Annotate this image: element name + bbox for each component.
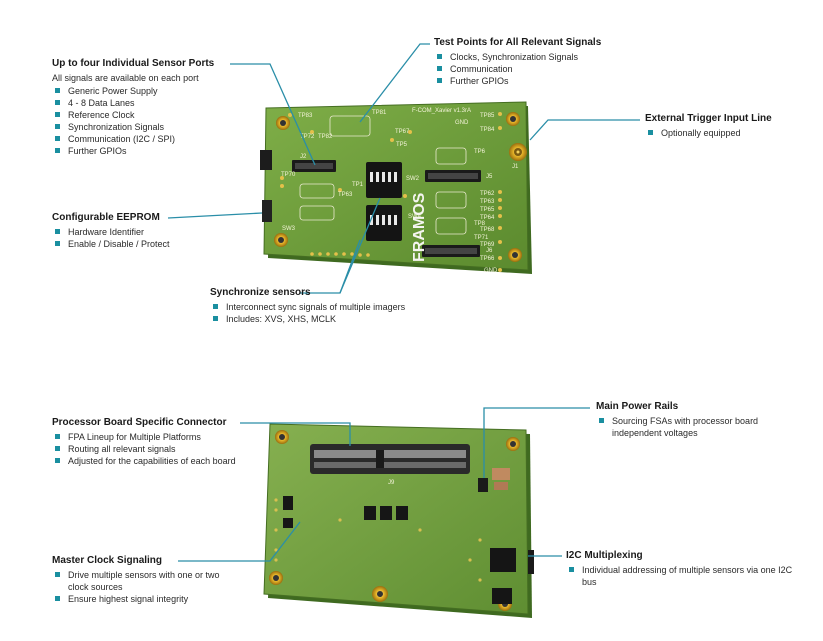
- callout-processor-connector: Processor Board Specific Connector FPA L…: [52, 417, 272, 467]
- callout-title: Test Points for All Relevant Signals: [434, 37, 602, 48]
- list-item: Enable / Disable / Protect: [52, 238, 232, 250]
- svg-text:TP5: TP5: [396, 142, 408, 148]
- svg-text:TP82: TP82: [318, 134, 333, 140]
- svg-text:TP81: TP81: [372, 110, 387, 116]
- callout-title: Master Clock Signaling: [52, 555, 163, 566]
- callout-external-trigger: External Trigger Input Line Optionally e…: [645, 113, 815, 139]
- svg-text:TP72: TP72: [300, 134, 315, 140]
- power-rail-components: [478, 468, 510, 492]
- svg-text:TP66: TP66: [480, 256, 495, 262]
- test-point-blocks: [299, 115, 467, 235]
- top-board: F-COM_Xavier v1.3rA GND TP83 TP72 TP82 T…: [260, 101, 532, 274]
- callout-title: External Trigger Input Line: [645, 113, 772, 124]
- list-item: Synchronization Signals: [52, 121, 252, 133]
- callout-title: Configurable EEPROM: [52, 212, 160, 223]
- svg-text:TP70: TP70: [281, 172, 296, 178]
- list-item: Optionally equipped: [645, 127, 815, 139]
- dip-switches: [366, 162, 402, 241]
- svg-text:TP8: TP8: [474, 221, 486, 227]
- list-item: Hardware Identifier: [52, 226, 232, 238]
- svg-text:GND: GND: [455, 120, 469, 126]
- svg-text:TP65: TP65: [480, 207, 495, 213]
- svg-text:F-COM_Xavier v1.3rA: F-COM_Xavier v1.3rA: [412, 108, 471, 114]
- list-item: Interconnect sync signals of multiple im…: [210, 301, 460, 313]
- brand-logo: FRAMOS: [411, 192, 428, 262]
- list-item: FPA Lineup for Multiple Platforms: [52, 431, 272, 443]
- callout-main-power: Main Power Rails Sourcing FSAs with proc…: [596, 401, 796, 439]
- callout-sensor-ports: Up to four Individual Sensor Ports All s…: [52, 58, 252, 157]
- list-item: Drive multiple sensors with one or two c…: [52, 569, 242, 593]
- list-item: Communication (I2C / SPI): [52, 133, 252, 145]
- callout-title: Processor Board Specific Connector: [52, 417, 227, 428]
- eeprom-switch: [262, 200, 272, 222]
- svg-text:TP83: TP83: [298, 113, 313, 119]
- sma-connector-icon: [509, 143, 527, 161]
- callout-test-points: Test Points for All Relevant Signals Clo…: [434, 37, 634, 87]
- list-item: Generic Power Supply: [52, 85, 252, 97]
- list-item: 4 - 8 Data Lanes: [52, 97, 252, 109]
- callout-master-clock: Master Clock Signaling Drive multiple se…: [52, 555, 242, 605]
- callout-eeprom: Configurable EEPROM Hardware Identifier …: [52, 212, 232, 250]
- list-item: Ensure highest signal integrity: [52, 593, 242, 605]
- svg-text:SW3: SW3: [282, 226, 296, 232]
- svg-text:TP63: TP63: [480, 199, 495, 205]
- callout-title: Up to four Individual Sensor Ports: [52, 58, 215, 69]
- callout-title: I2C Multiplexing: [566, 550, 643, 561]
- leader-lines: [167, 43, 640, 562]
- list-item: Communication: [434, 63, 634, 75]
- svg-text:TP85: TP85: [480, 113, 495, 119]
- svg-text:TP64: TP64: [480, 215, 495, 221]
- sensor-connectors: [292, 160, 481, 257]
- svg-text:TP1: TP1: [352, 182, 364, 188]
- clock-buffer-chips: [283, 496, 408, 528]
- svg-text:TP67: TP67: [395, 129, 410, 135]
- svg-text:J1: J1: [512, 164, 519, 170]
- side-connector: [260, 150, 272, 170]
- list-item: Individual addressing of multiple sensor…: [566, 564, 796, 588]
- list-item: Includes: XVS, XHS, MCLK: [210, 313, 460, 325]
- svg-text:TP68: TP68: [480, 227, 495, 233]
- list-item: Further GPIOs: [434, 75, 634, 87]
- svg-text:SW2: SW2: [406, 176, 420, 182]
- list-item: Adjusted for the capabilities of each bo…: [52, 455, 272, 467]
- list-item: Clocks, Synchronization Signals: [434, 51, 634, 63]
- svg-text:SW4: SW4: [408, 214, 422, 220]
- svg-text:J2: J2: [300, 154, 307, 160]
- processor-connector: [310, 444, 470, 474]
- list-item: Further GPIOs: [52, 145, 252, 157]
- svg-text:J6: J6: [486, 248, 493, 254]
- mounting-holes: [274, 112, 522, 262]
- i2c-mux-chips: [490, 548, 534, 604]
- svg-text:TP6: TP6: [474, 149, 486, 155]
- svg-text:TP71: TP71: [474, 235, 489, 241]
- list-item: Sourcing FSAs with processor board indep…: [596, 415, 796, 439]
- svg-text:TP63: TP63: [338, 192, 353, 198]
- test-points: [280, 112, 502, 272]
- callout-intro: All signals are available on each port: [52, 73, 199, 83]
- callout-i2c-mux: I2C Multiplexing Individual addressing o…: [566, 550, 796, 588]
- svg-text:GND: GND: [484, 268, 498, 274]
- svg-text:TP62: TP62: [480, 191, 495, 197]
- svg-text:TP84: TP84: [480, 127, 495, 133]
- callout-sync-sensors: Synchronize sensors Interconnect sync si…: [210, 287, 460, 325]
- list-item: Reference Clock: [52, 109, 252, 121]
- svg-text:J5: J5: [486, 174, 493, 180]
- svg-text:J9: J9: [388, 480, 395, 486]
- list-item: Routing all relevant signals: [52, 443, 272, 455]
- callout-title: Synchronize sensors: [210, 287, 311, 298]
- svg-text:TP69: TP69: [480, 242, 495, 248]
- bottom-board: J9: [263, 423, 534, 618]
- callout-title: Main Power Rails: [596, 401, 679, 412]
